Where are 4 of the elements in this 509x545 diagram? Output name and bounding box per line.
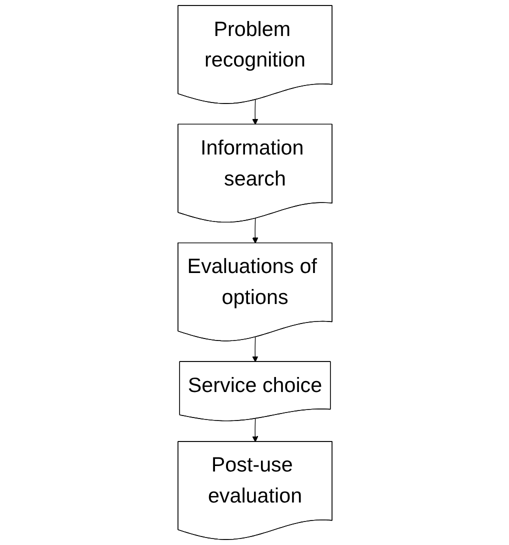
arrow [252, 100, 258, 125]
arrow [252, 218, 258, 244]
arrow [252, 336, 258, 362]
arrow [252, 418, 258, 442]
